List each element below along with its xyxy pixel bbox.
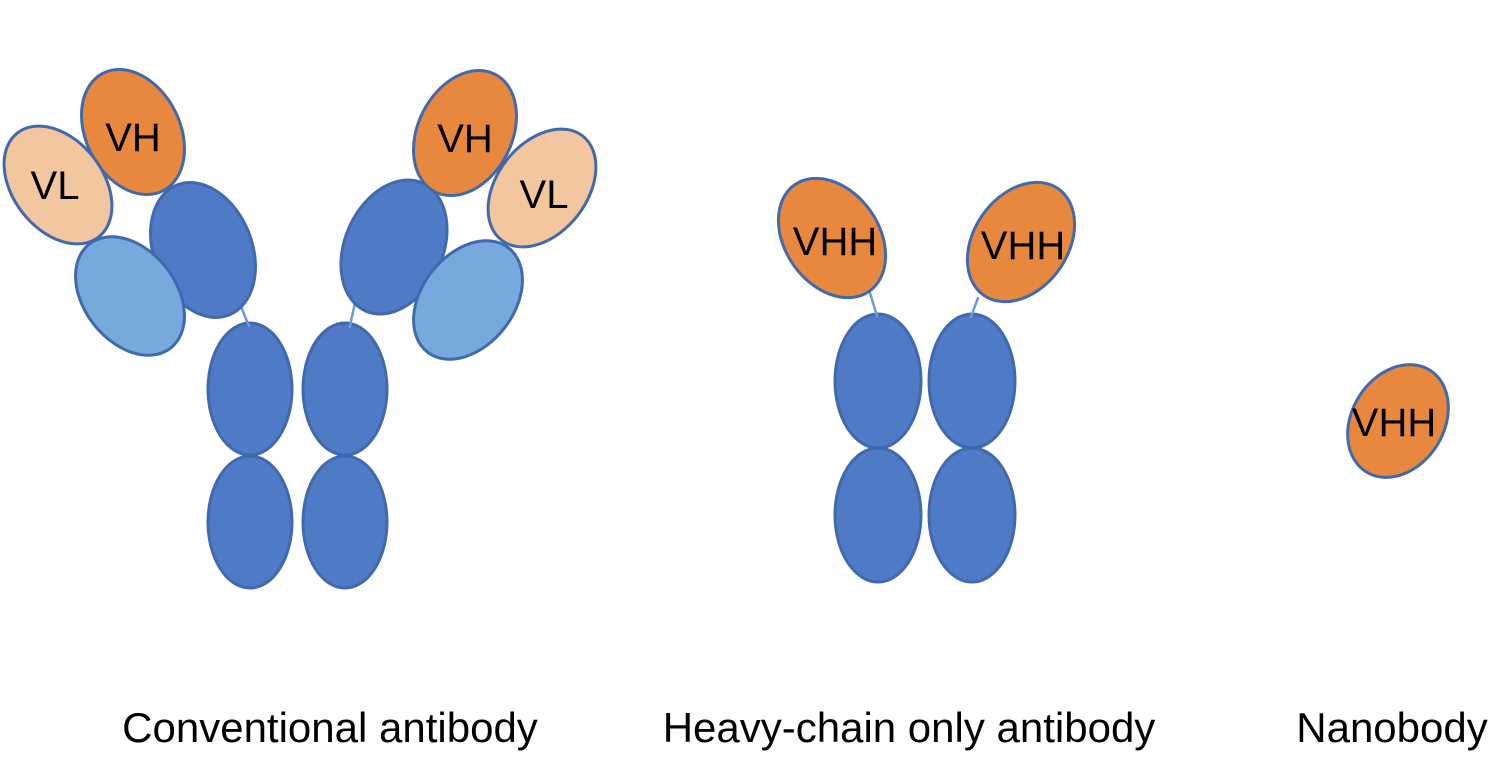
heavy-chain-only-antibody-diagram: VHH VHH Heavy-chain only antibody: [663, 176, 1156, 751]
vh-left-label: VH: [105, 116, 161, 160]
fc-domain-upper-right-ellipse: [301, 321, 389, 457]
vhh-domain-left-ellipse: [776, 176, 888, 300]
vl-left-label: VL: [31, 164, 80, 208]
hc-ch3-left-ellipse: [833, 446, 923, 584]
caption-heavy-chain-only-antibody: Heavy-chain only antibody: [663, 704, 1156, 751]
cl-domain-left-ellipse: [74, 235, 186, 357]
vhh-domain-right-ellipse: [965, 180, 1077, 304]
vl-domain-left-ellipse: [2, 124, 114, 246]
fc-domain-lower-right-ellipse: [301, 454, 389, 590]
hc-ch2-right-ellipse: [927, 312, 1017, 450]
caption-conventional-antibody: Conventional antibody: [122, 704, 538, 751]
cl-domain-right-ellipse: [412, 239, 524, 361]
fc-domain-upper-left-ellipse: [206, 321, 294, 457]
nanobody-vhh-label: VHH: [1352, 401, 1436, 445]
caption-nanobody: Nanobody: [1296, 704, 1487, 751]
vl-right-label: VL: [520, 173, 569, 217]
vh-right-label: VH: [437, 117, 493, 161]
nanobody-diagram: VHH Nanobody: [1296, 363, 1488, 751]
vh-domain-right-ellipse: [412, 68, 518, 198]
vhh-left-label: VHH: [793, 220, 877, 264]
vl-domain-right-ellipse: [486, 127, 598, 249]
hc-hinge-connector-left: [868, 291, 879, 318]
nanobody-vhh-ellipse: [1346, 363, 1450, 479]
hc-hinge-connector-right: [969, 296, 980, 319]
fc-domain-lower-left-ellipse: [206, 454, 294, 590]
vhh-right-label: VHH: [981, 224, 1065, 268]
conventional-antibody-diagram: VL VH VH VL Conventional antibody: [2, 67, 598, 751]
hc-ch3-right-ellipse: [927, 446, 1017, 584]
hc-ch2-left-ellipse: [833, 312, 923, 450]
